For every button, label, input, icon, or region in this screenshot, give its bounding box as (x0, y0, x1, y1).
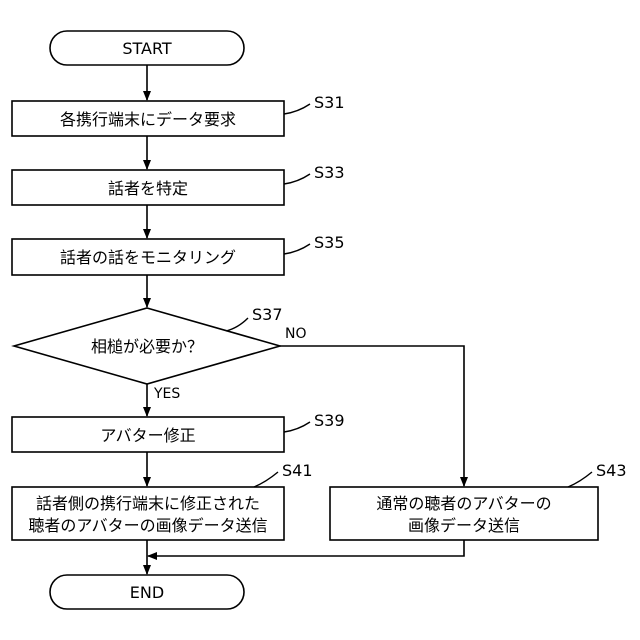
end-label: END (130, 583, 164, 602)
step-label-s43: S43 (596, 461, 627, 480)
step-label-s31: S31 (314, 93, 345, 112)
process-text-s33: 話者を特定 (108, 179, 188, 198)
leader-s31 (284, 104, 310, 114)
process-text-s43-line2: 画像データ送信 (408, 516, 520, 535)
step-label-s39: S39 (314, 411, 345, 430)
start-label: START (122, 39, 172, 58)
leader-s39 (284, 422, 310, 432)
leader-s41 (254, 472, 278, 487)
arrow-s43-merge (148, 540, 464, 556)
process-text-s31: 各携行端末にデータ要求 (60, 110, 236, 129)
step-label-s33: S33 (314, 163, 345, 182)
process-text-s39: アバター修正 (100, 426, 195, 445)
process-text-s35: 話者の話をモニタリング (60, 248, 236, 267)
branch-yes-label: YES (153, 386, 180, 402)
decision-text-s37: 相槌が必要か？ (91, 337, 203, 356)
leader-s37 (226, 318, 248, 331)
branch-no-label: NO (285, 326, 307, 342)
process-text-s43-line1: 通常の聴者のアバターの (376, 494, 551, 513)
leader-s33 (284, 174, 310, 184)
step-label-s41: S41 (282, 461, 313, 480)
leader-s43 (568, 472, 592, 487)
leader-s35 (284, 244, 310, 254)
step-label-s37: S37 (252, 305, 283, 324)
process-text-s41-line1: 話者側の携行端末に修正された (36, 494, 260, 513)
process-text-s41-line2: 聴者のアバターの画像データ送信 (28, 516, 267, 535)
step-label-s35: S35 (314, 233, 345, 252)
